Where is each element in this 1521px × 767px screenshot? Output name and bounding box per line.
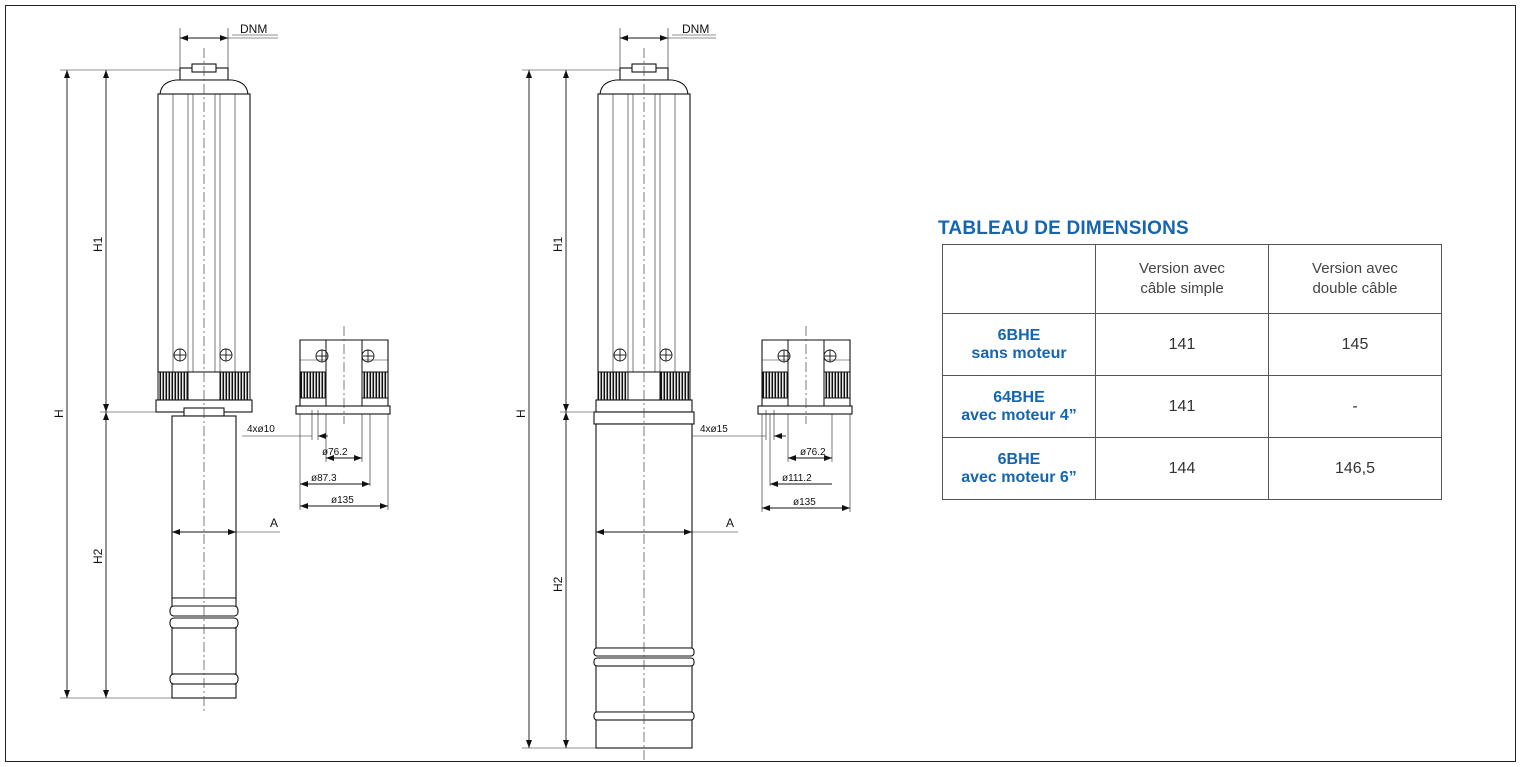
left-pump-drawing: DNM A <box>52 22 280 712</box>
right-h2-label: H2 <box>551 576 565 592</box>
header-simple-line1: Version avec <box>1139 260 1225 277</box>
cell-double: - <box>1268 375 1442 438</box>
table-row: 6BHE avec moteur 6” 144 146,5 <box>942 437 1442 500</box>
row-label: 64BHE avec moteur 4” <box>942 375 1096 438</box>
right-h-label: H <box>514 409 528 418</box>
right-h1-label: H1 <box>551 236 565 252</box>
left-d1-label: ø76.2 <box>322 447 348 458</box>
header-simple-line2: câble simple <box>1140 280 1224 297</box>
right-d1-label: ø76.2 <box>800 447 826 458</box>
dimensions-table: Version avec câble simple Version avec d… <box>942 244 1442 500</box>
right-a-label: A <box>726 516 734 530</box>
left-h1-label: H1 <box>91 236 105 252</box>
cell-simple: 141 <box>1095 313 1269 376</box>
cell-simple: 144 <box>1095 437 1269 500</box>
left-holes-label: 4xø10 <box>247 424 275 435</box>
left-dnm-label: DNM <box>240 22 267 36</box>
row-label-line2: sans moteur <box>971 344 1067 362</box>
right-flange-detail: 4xø15 ø76.2 ø111.2 ø135 <box>692 326 853 512</box>
left-d3-label: ø135 <box>331 495 354 506</box>
right-holes-label: 4xø15 <box>700 424 728 435</box>
cell-simple: 141 <box>1095 375 1269 438</box>
header-double-line1: Version avec <box>1312 260 1398 277</box>
table-header-empty <box>942 244 1096 314</box>
table-row: 64BHE avec moteur 4” 141 - <box>942 375 1442 438</box>
header-double-line2: double câble <box>1312 280 1398 297</box>
left-h2-label: H2 <box>91 548 105 564</box>
table-header-simple: Version avec câble simple <box>1095 244 1269 314</box>
right-d2-label: ø111.2 <box>782 473 812 484</box>
table-header-row: Version avec câble simple Version avec d… <box>942 244 1442 314</box>
row-label-line1: 64BHE <box>993 388 1045 406</box>
right-d3-label: ø135 <box>793 497 816 508</box>
cell-double: 145 <box>1268 313 1442 376</box>
dimensions-table-title: TABLEAU DE DIMENSIONS <box>938 218 1189 239</box>
row-label-line1: 6BHE <box>997 326 1041 344</box>
drawing-frame <box>5 5 1516 762</box>
row-label-line2: avec moteur 4” <box>961 406 1077 424</box>
table-row: 6BHE sans moteur 141 145 <box>942 313 1442 376</box>
right-dnm-label: DNM <box>682 22 709 36</box>
row-label-line2: avec moteur 6” <box>961 468 1077 486</box>
cell-double: 146,5 <box>1268 437 1442 500</box>
left-d2-label: ø87.3 <box>311 473 337 484</box>
row-label: 6BHE avec moteur 6” <box>942 437 1096 500</box>
left-h-label: H <box>52 409 66 418</box>
left-a-label: A <box>270 516 278 530</box>
right-pump-drawing: DNM A H H1 <box>514 22 738 760</box>
left-flange-detail: 4xø10 ø76.2 ø87.3 ø135 <box>242 326 391 510</box>
table-header-double: Version avec double câble <box>1268 244 1442 314</box>
row-label-line1: 6BHE <box>997 450 1041 468</box>
row-label: 6BHE sans moteur <box>942 313 1096 376</box>
